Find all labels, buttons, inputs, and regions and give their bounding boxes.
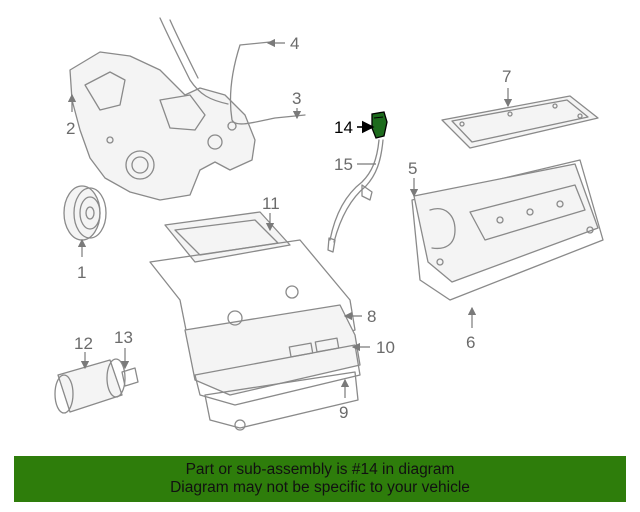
callout-6: 6 xyxy=(466,333,475,352)
dipstick-tube xyxy=(327,139,384,253)
callout-3: 3 xyxy=(292,89,301,108)
callout-15: 15 xyxy=(334,155,353,174)
banner-line-1: Part or sub-assembly is #14 in diagram xyxy=(185,461,455,478)
callout-13: 13 xyxy=(114,328,133,347)
leader-lines xyxy=(67,38,513,398)
callout-4: 4 xyxy=(290,34,299,53)
timing-cover xyxy=(69,51,256,201)
valve-cover xyxy=(411,159,604,301)
diagram-notice-banner: Part or sub-assembly is #14 in diagram D… xyxy=(14,456,626,502)
front-cover-gasket xyxy=(159,17,306,125)
banner-line-2: Diagram may not be specific to your vehi… xyxy=(170,479,470,496)
oil-filter xyxy=(54,358,139,414)
oil-pan xyxy=(149,211,361,431)
callout-9: 9 xyxy=(339,403,348,422)
callout-8: 8 xyxy=(367,307,376,326)
callout-10: 10 xyxy=(376,338,395,357)
callout-labels: 1 2 3 4 5 6 7 8 9 10 11 12 13 14 15 xyxy=(66,34,511,422)
valve-cover-gasket xyxy=(441,95,599,149)
callout-11: 11 xyxy=(262,194,280,213)
callout-7: 7 xyxy=(502,67,511,86)
callout-14: 14 xyxy=(334,118,353,137)
parts-diagram: 1 2 3 4 5 6 7 8 9 10 11 12 13 14 15 xyxy=(54,17,604,431)
callout-5: 5 xyxy=(408,159,417,178)
callout-1: 1 xyxy=(77,263,86,282)
callout-12: 12 xyxy=(74,334,93,353)
dipstick-handle-highlighted xyxy=(371,111,388,139)
callout-2: 2 xyxy=(66,119,75,138)
crankshaft-pulley xyxy=(63,185,107,241)
